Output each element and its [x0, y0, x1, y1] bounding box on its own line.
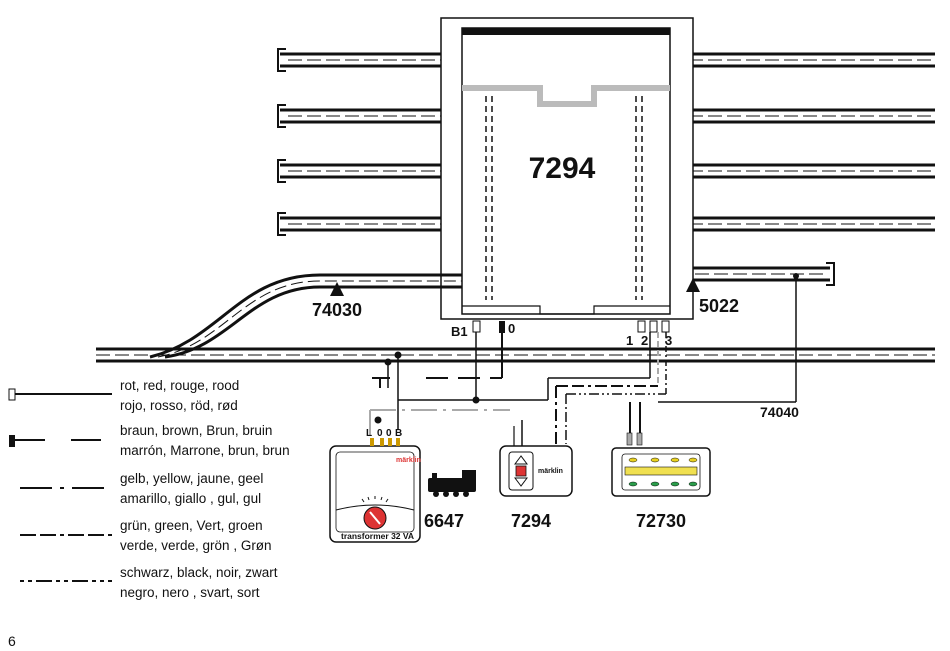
track-stub-4: [277, 212, 462, 236]
label-7294: 7294: [511, 511, 551, 531]
track-stubs-right: [670, 52, 935, 286]
legend-red-line1: rot, red, rouge, rood: [120, 378, 239, 393]
legend-row-yellow: gelb, yellow, jaune, geel amarillo, gial…: [20, 471, 263, 506]
track-stub-2: [277, 104, 462, 128]
legend-row-black: schwarz, black, noir, zwart negro, nero …: [20, 565, 278, 600]
page-number: 6: [8, 633, 16, 649]
terminal-l: L: [366, 428, 372, 439]
label-6647: 6647: [424, 511, 464, 531]
transformer-brand: märklin: [396, 457, 421, 464]
connector-0: 0: [508, 321, 515, 336]
terminal-b: B: [395, 428, 402, 439]
turntable-label: 7294: [529, 152, 596, 185]
locomotive-icon: [428, 470, 476, 497]
keyboard-unit: [611, 432, 711, 497]
label-74040: 74040: [760, 404, 799, 420]
control-brand: märklin: [538, 468, 563, 475]
wires: [369, 332, 667, 446]
track-stubs-left: [277, 48, 462, 236]
legend-row-green: grün, green, Vert, groen verde, verde, g…: [20, 518, 272, 553]
legend-green-line1: grün, green, Vert, groen: [120, 518, 263, 533]
legend-brown-line1: braun, brown, Brun, bruin: [120, 423, 272, 438]
connector-1: 1: [626, 333, 633, 348]
terminal-0a: 0: [377, 428, 383, 439]
legend-row-red: rot, red, rouge, rood rojo, rosso, röd, …: [8, 378, 239, 413]
transformer: [329, 438, 421, 543]
turnout-marker-right: [686, 278, 700, 292]
track-right-5-bumper: [670, 262, 835, 286]
connector-plugs: [472, 320, 670, 333]
legend-green-line2: verde, verde, grön , Grøn: [120, 538, 272, 553]
connector-3: 3: [665, 333, 672, 348]
track-stub-3: [277, 159, 462, 183]
legend: rot, red, rouge, rood rojo, rosso, röd, …: [8, 378, 290, 600]
track-right-1: [670, 52, 935, 68]
terminal-0b: 0: [386, 428, 392, 439]
legend-black-line1: schwarz, black, noir, zwart: [120, 565, 278, 580]
track-stub-1: [277, 48, 462, 72]
turntable: [440, 17, 694, 320]
curved-track: [149, 273, 462, 359]
connector-b1: B1: [451, 324, 468, 339]
legend-black-line2: negro, nero , svart, sort: [120, 585, 260, 600]
label-5022: 5022: [699, 296, 739, 316]
wire-74040: [658, 276, 797, 403]
turnout-marker-left: [330, 282, 344, 296]
wire-junctions: [374, 351, 480, 424]
transformer-name: transformer 32 VA: [341, 531, 414, 541]
track-right-4: [670, 216, 935, 232]
label-74030: 74030: [312, 300, 362, 320]
label-72730: 72730: [636, 511, 686, 531]
main-track: [96, 347, 935, 363]
legend-yellow-line2: amarillo, giallo , gul, gul: [120, 491, 261, 506]
connector-2: 2: [641, 333, 648, 348]
legend-yellow-line1: gelb, yellow, jaune, geel: [120, 471, 263, 486]
track-right-2: [670, 108, 935, 124]
legend-brown-line2: marrón, Marrone, brun, brun: [120, 443, 290, 458]
legend-red-line2: rojo, rosso, röd, rød: [120, 398, 238, 413]
legend-row-brown: braun, brown, Brun, bruin marrón, Marron…: [9, 423, 290, 458]
control-unit: [499, 445, 573, 497]
track-right-3: [670, 163, 935, 179]
